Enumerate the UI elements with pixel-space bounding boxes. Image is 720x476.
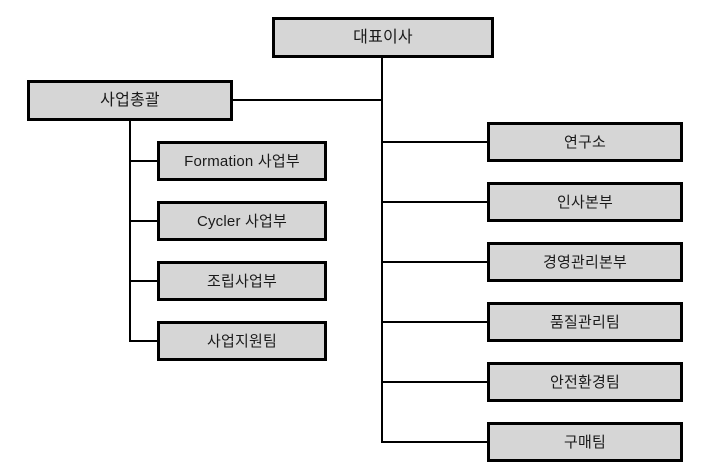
node-cycler-div[interactable]: Cycler 사업부 — [157, 201, 327, 241]
connector-to-assembly-div — [129, 280, 159, 282]
node-research-institute-label: 연구소 — [563, 133, 606, 151]
node-ceo[interactable]: 대표이사 — [272, 17, 494, 58]
connector-to-management-division — [381, 261, 489, 263]
node-management-division-label: 경영관리본부 — [542, 253, 627, 271]
connector-trunk-left — [129, 121, 131, 341]
node-quality-team-label: 품질관리팀 — [549, 313, 620, 331]
node-formation-div[interactable]: Formation 사업부 — [157, 141, 327, 181]
node-business-support-team[interactable]: 사업지원팀 — [157, 321, 327, 361]
connector-to-business-support-team — [129, 340, 159, 342]
connector-to-quality-team — [381, 321, 489, 323]
node-purchasing-team[interactable]: 구매팀 — [487, 422, 683, 462]
connector-to-purchasing-team — [381, 441, 489, 443]
node-business-support-team-label: 사업지원팀 — [206, 332, 277, 350]
connector-to-formation-div — [129, 160, 159, 162]
node-assembly-div[interactable]: 조립사업부 — [157, 261, 327, 301]
node-hr-division[interactable]: 인사본부 — [487, 182, 683, 222]
node-safety-environment-team[interactable]: 안전환경팀 — [487, 362, 683, 402]
connector-to-research-institute — [381, 141, 489, 143]
node-purchasing-team-label: 구매팀 — [563, 433, 606, 451]
node-business-head[interactable]: 사업총괄 — [27, 80, 233, 121]
connector-to-safety-environment-team — [381, 381, 489, 383]
node-research-institute[interactable]: 연구소 — [487, 122, 683, 162]
connector-to-business-head — [233, 99, 383, 101]
node-formation-div-label: Formation 사업부 — [184, 152, 300, 170]
node-assembly-div-label: 조립사업부 — [206, 272, 277, 290]
node-cycler-div-label: Cycler 사업부 — [196, 212, 288, 230]
connector-to-cycler-div — [129, 220, 159, 222]
connector-trunk-main — [381, 58, 383, 441]
node-hr-division-label: 인사본부 — [556, 193, 613, 211]
connector-to-hr-division — [381, 201, 489, 203]
node-quality-team[interactable]: 품질관리팀 — [487, 302, 683, 342]
node-ceo-label: 대표이사 — [353, 28, 413, 46]
node-business-head-label: 사업총괄 — [100, 91, 160, 109]
node-safety-environment-team-label: 안전환경팀 — [549, 373, 620, 391]
node-management-division[interactable]: 경영관리본부 — [487, 242, 683, 282]
